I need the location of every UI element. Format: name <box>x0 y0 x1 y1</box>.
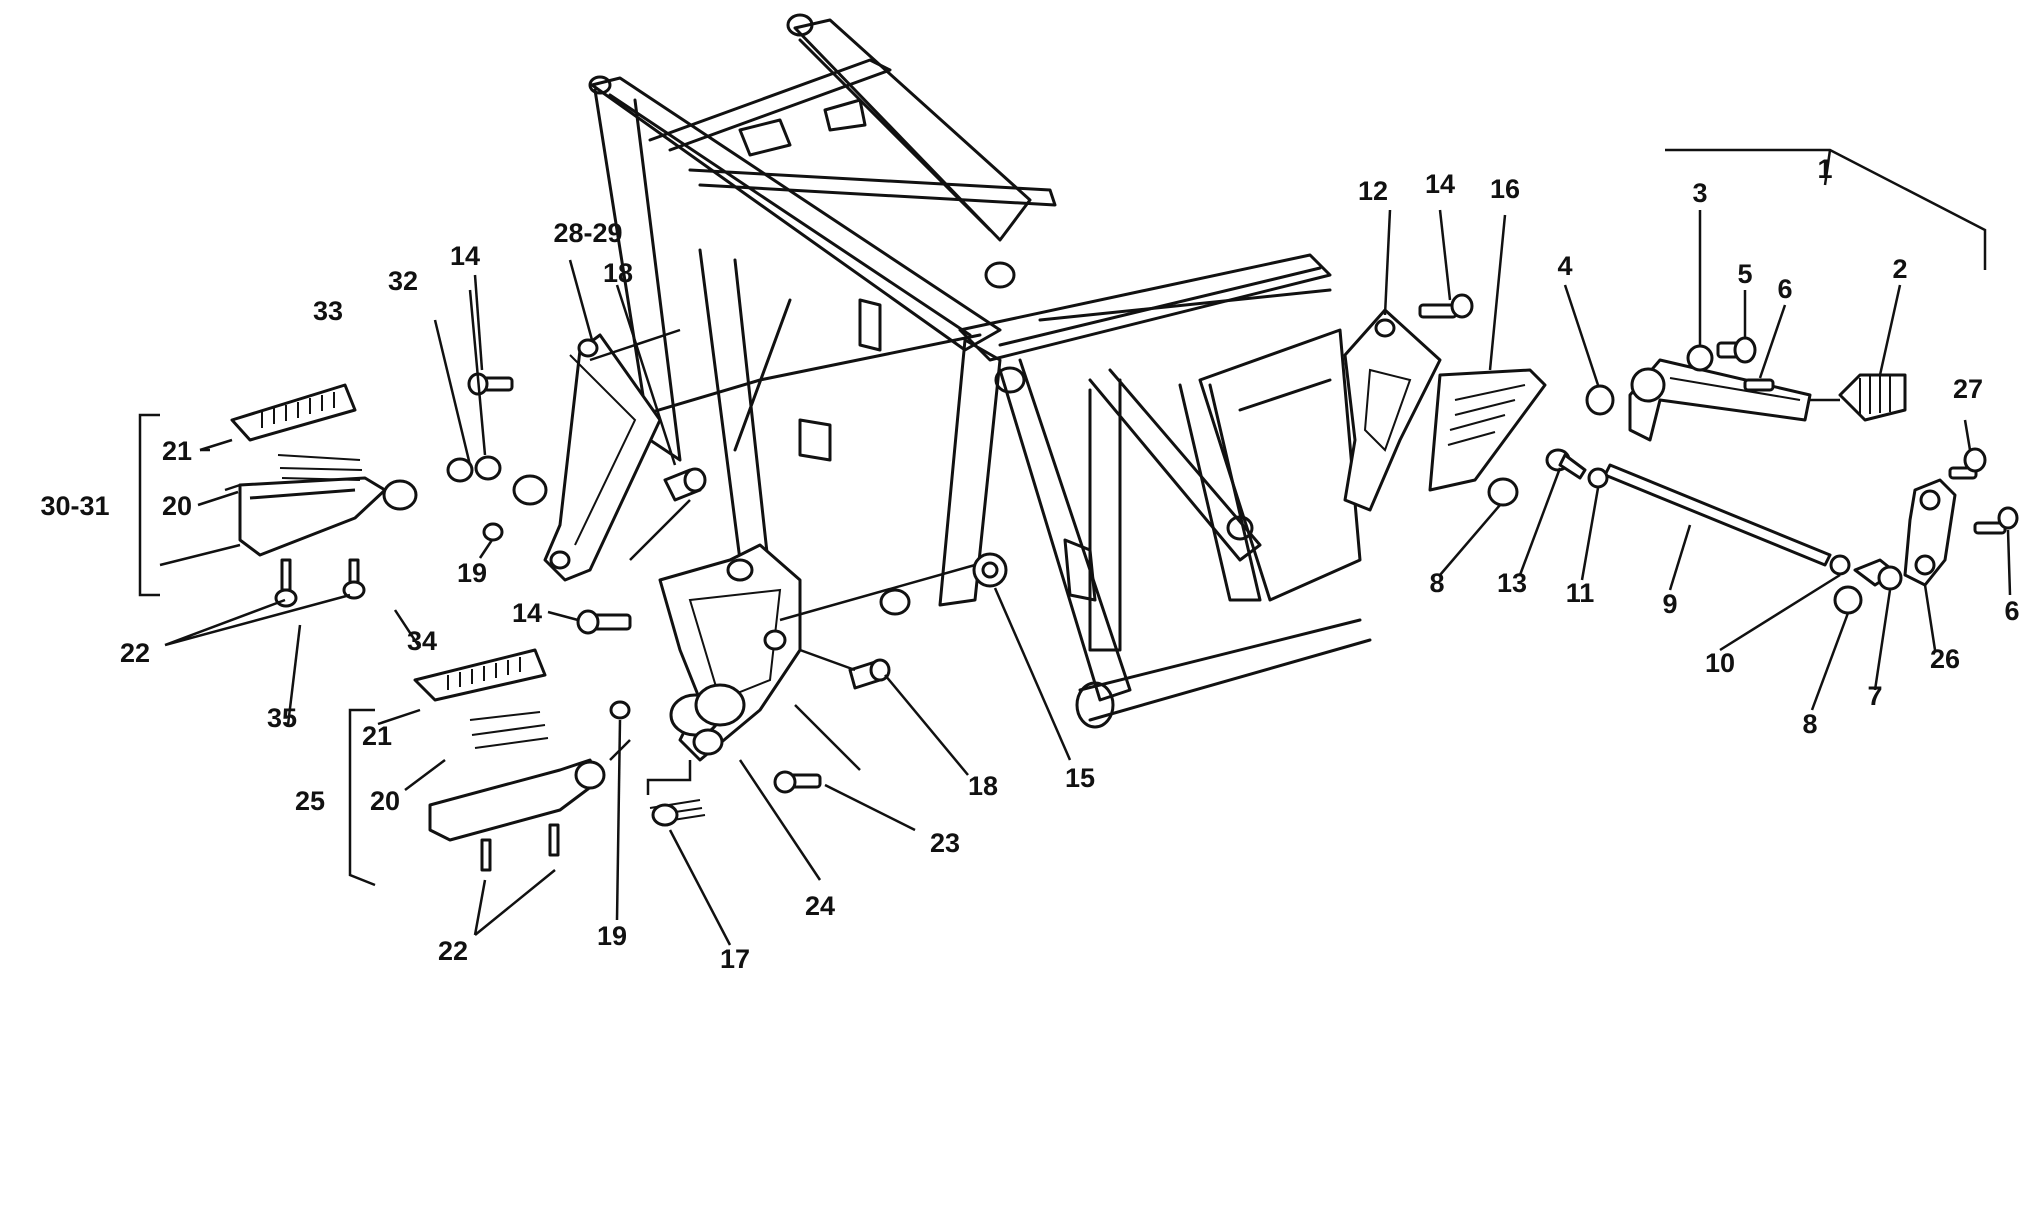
screw-6-upper <box>1743 378 1775 392</box>
callout-14-center: 14 <box>512 598 542 628</box>
bracket-30-31 <box>138 413 160 597</box>
callout-11: 11 <box>1566 578 1595 608</box>
gear-lever-1 <box>1628 358 1812 442</box>
callout-19-upper: 19 <box>457 558 487 588</box>
callout-6-lower: 6 <box>2004 596 2019 626</box>
callout-18-center: 18 <box>968 771 998 801</box>
callout-7: 7 <box>1867 681 1882 711</box>
callout-21-lower: 21 <box>362 721 392 751</box>
callout-8-right: 8 <box>1802 709 1817 739</box>
washer-33 <box>446 457 474 483</box>
footpeg-assembly-25 <box>413 648 606 872</box>
leader-lines <box>164 209 2012 946</box>
callout-28-29: 28-29 <box>553 218 622 248</box>
washer-32 <box>474 455 502 481</box>
ball-joint-7 <box>1853 558 1903 591</box>
callout-9: 9 <box>1662 589 1677 619</box>
nut-8-left <box>1487 477 1519 507</box>
callout-13: 13 <box>1497 568 1527 598</box>
screw-5 <box>1716 336 1757 364</box>
callout-25: 25 <box>295 786 325 816</box>
callout-21-upper: 21 <box>162 436 192 466</box>
rubber-2 <box>1838 373 1907 422</box>
callout-24: 24 <box>805 891 835 921</box>
ball-joint-13 <box>1545 448 1587 480</box>
callout-6-upper: 6 <box>1777 274 1792 304</box>
bush-3 <box>1686 344 1714 372</box>
callout-33: 33 <box>313 296 343 326</box>
nut-10 <box>1829 554 1851 576</box>
callout-34: 34 <box>407 626 437 656</box>
callout-27: 27 <box>1953 374 1983 404</box>
callout-16: 16 <box>1490 174 1520 204</box>
nut-8-right <box>1833 585 1863 615</box>
callout-5: 5 <box>1737 259 1752 289</box>
callout-12: 12 <box>1358 176 1388 206</box>
footpeg-16 <box>1428 368 1547 492</box>
nut-11 <box>1587 467 1609 489</box>
bolt-23 <box>773 770 822 794</box>
rider-footrest-bracket-left <box>512 333 662 582</box>
footpeg-assembly-30-31 <box>230 383 418 608</box>
motorcycle-frame <box>588 13 1372 729</box>
bolt-14-right <box>1418 293 1474 319</box>
footrest-holder-12 <box>1343 308 1442 512</box>
callout-3: 3 <box>1692 178 1707 208</box>
callout-35: 35 <box>267 703 297 733</box>
bracket-25 <box>348 708 376 887</box>
callout-15: 15 <box>1065 763 1095 793</box>
pin-18-center <box>848 658 891 690</box>
callout-23: 23 <box>930 828 960 858</box>
callout-17: 17 <box>720 944 750 974</box>
screw-6-lower <box>1973 506 2019 535</box>
callout-10: 10 <box>1705 648 1735 678</box>
circlip-19-upper <box>482 522 504 542</box>
bolt-14-upper-left <box>467 372 514 396</box>
callout-22-upper: 22 <box>120 638 150 668</box>
shift-arm-26 <box>1903 478 1957 587</box>
callout-19-center: 19 <box>597 921 627 951</box>
rod-9 <box>1603 463 1832 567</box>
callout-14-upper-left: 14 <box>450 241 480 271</box>
callout-8-left: 8 <box>1429 568 1444 598</box>
footrest-holder-24 <box>658 543 802 762</box>
callout-20-upper: 20 <box>162 491 192 521</box>
callout-32: 32 <box>388 266 418 296</box>
bolt-14-center <box>576 609 632 635</box>
callout-22-lower: 22 <box>438 936 468 966</box>
spacer-15 <box>972 552 1008 588</box>
callout-20-lower: 20 <box>370 786 400 816</box>
circlip-19-center <box>609 700 631 720</box>
callout-30-31: 30-31 <box>40 491 109 521</box>
callout-labels: 1 2 3 4 5 6 6 7 8 8 9 10 11 12 13 14 14 … <box>40 154 2019 974</box>
screw-27 <box>1948 447 1987 480</box>
callout-1: 1 <box>1817 154 1832 184</box>
callout-18-upper: 18 <box>603 258 633 288</box>
callout-26: 26 <box>1930 644 1960 674</box>
washer-4 <box>1585 384 1615 416</box>
callout-2: 2 <box>1892 254 1907 284</box>
callout-14-right: 14 <box>1425 169 1455 199</box>
pin-18-upper <box>663 467 707 502</box>
callout-4: 4 <box>1557 251 1572 281</box>
spring-17 <box>649 799 706 827</box>
